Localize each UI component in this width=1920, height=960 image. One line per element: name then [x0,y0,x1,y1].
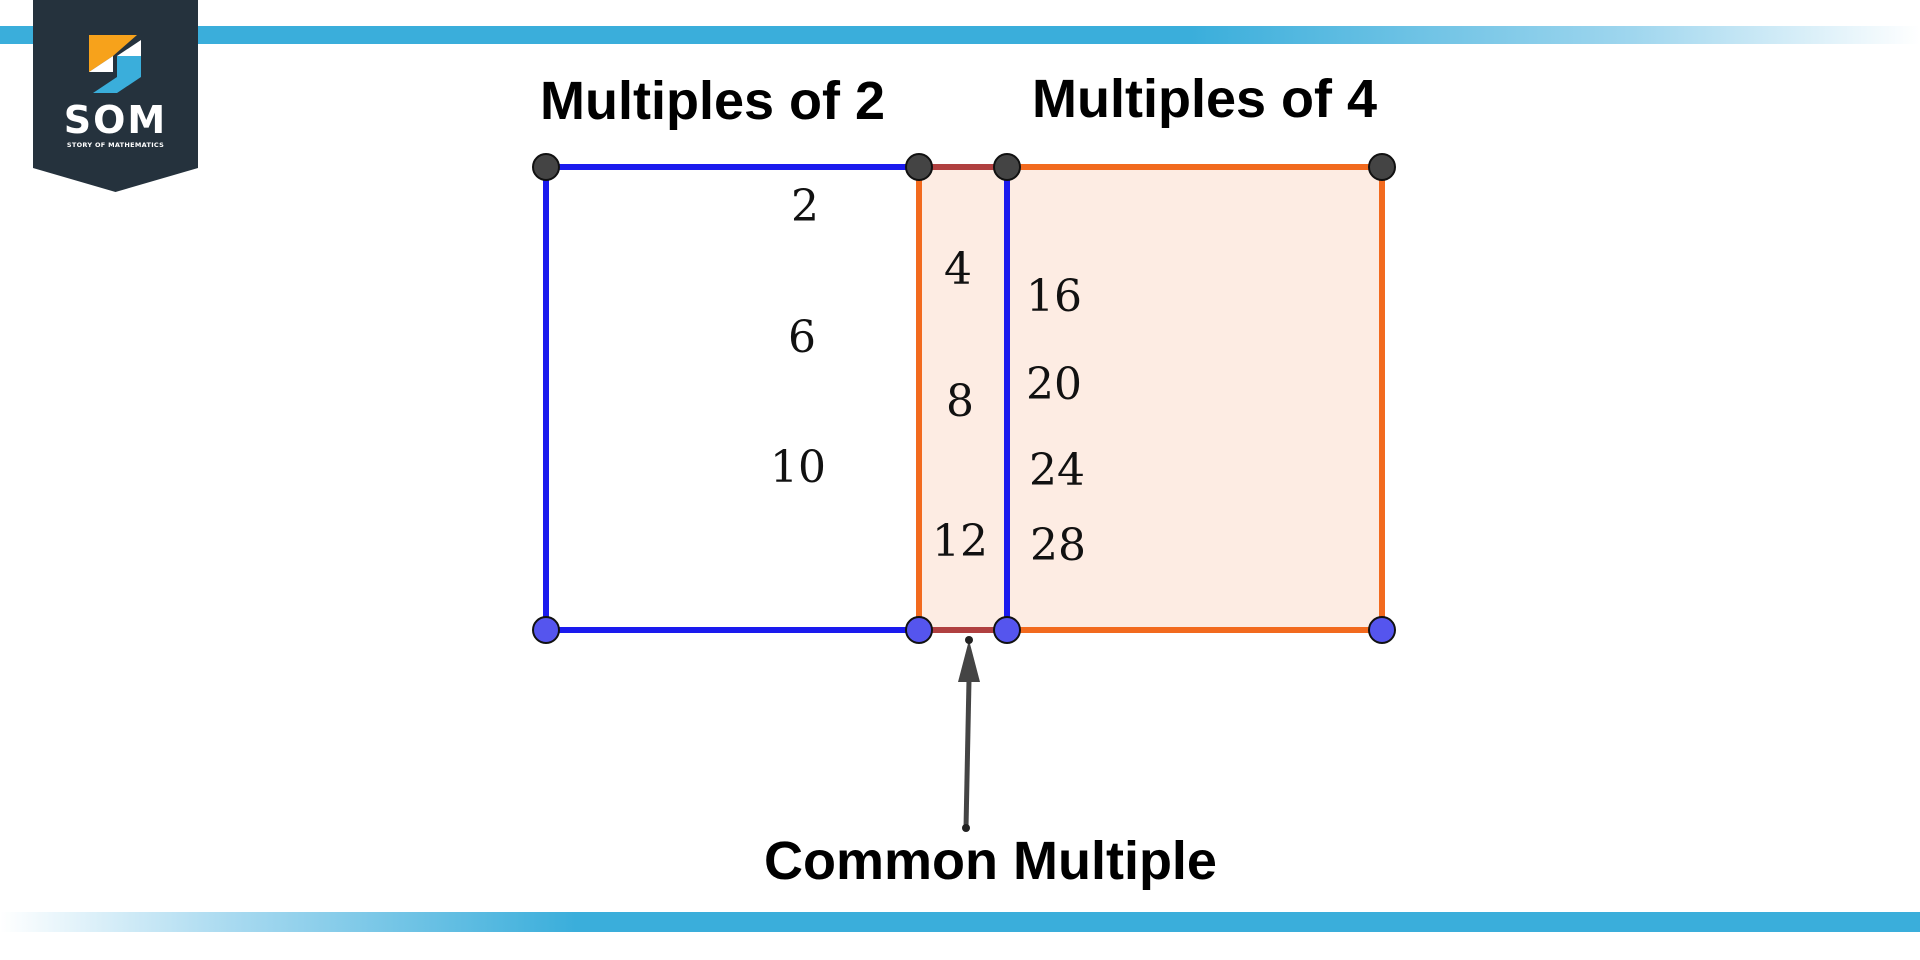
common-multiple-arrow-shaft [963,679,972,829]
common-multiple-arrow-head [958,640,980,682]
number-label: 24 [1029,445,1085,496]
som-logo: SOM STORY OF MATHEMATICS [33,0,198,192]
number-label: 10 [770,442,826,493]
bottom-accent-stripe [0,912,1920,932]
arrow-tail-dot [962,824,970,832]
corner-point [993,616,1021,644]
number-label: 12 [932,516,988,567]
number-label: 6 [788,312,816,363]
logo-tagline: STORY OF MATHEMATICS [66,141,165,149]
heading-common-multiple: Common Multiple [764,831,1217,891]
number-label: 4 [944,244,972,295]
corner-point [532,616,560,644]
heading-multiples-of-4: Multiples of 4 [1032,69,1378,129]
number-label: 20 [1026,359,1082,410]
heading-multiples-of-2: Multiples of 2 [540,71,886,131]
number-label: 2 [791,181,819,232]
corner-point [1368,153,1396,181]
number-label: 16 [1026,271,1082,322]
corner-point [993,153,1021,181]
number-label: 28 [1030,520,1086,571]
logo-badge-shape [33,0,198,192]
multiples-of-4-region [919,167,1382,630]
number-label: 8 [946,376,974,427]
corner-point [532,153,560,181]
corner-point [905,616,933,644]
logo-abbreviation: SOM [63,98,168,142]
corner-point [1368,616,1396,644]
top-accent-stripe [0,26,1920,44]
corner-point [905,153,933,181]
arrow-tip-dot [965,636,973,644]
